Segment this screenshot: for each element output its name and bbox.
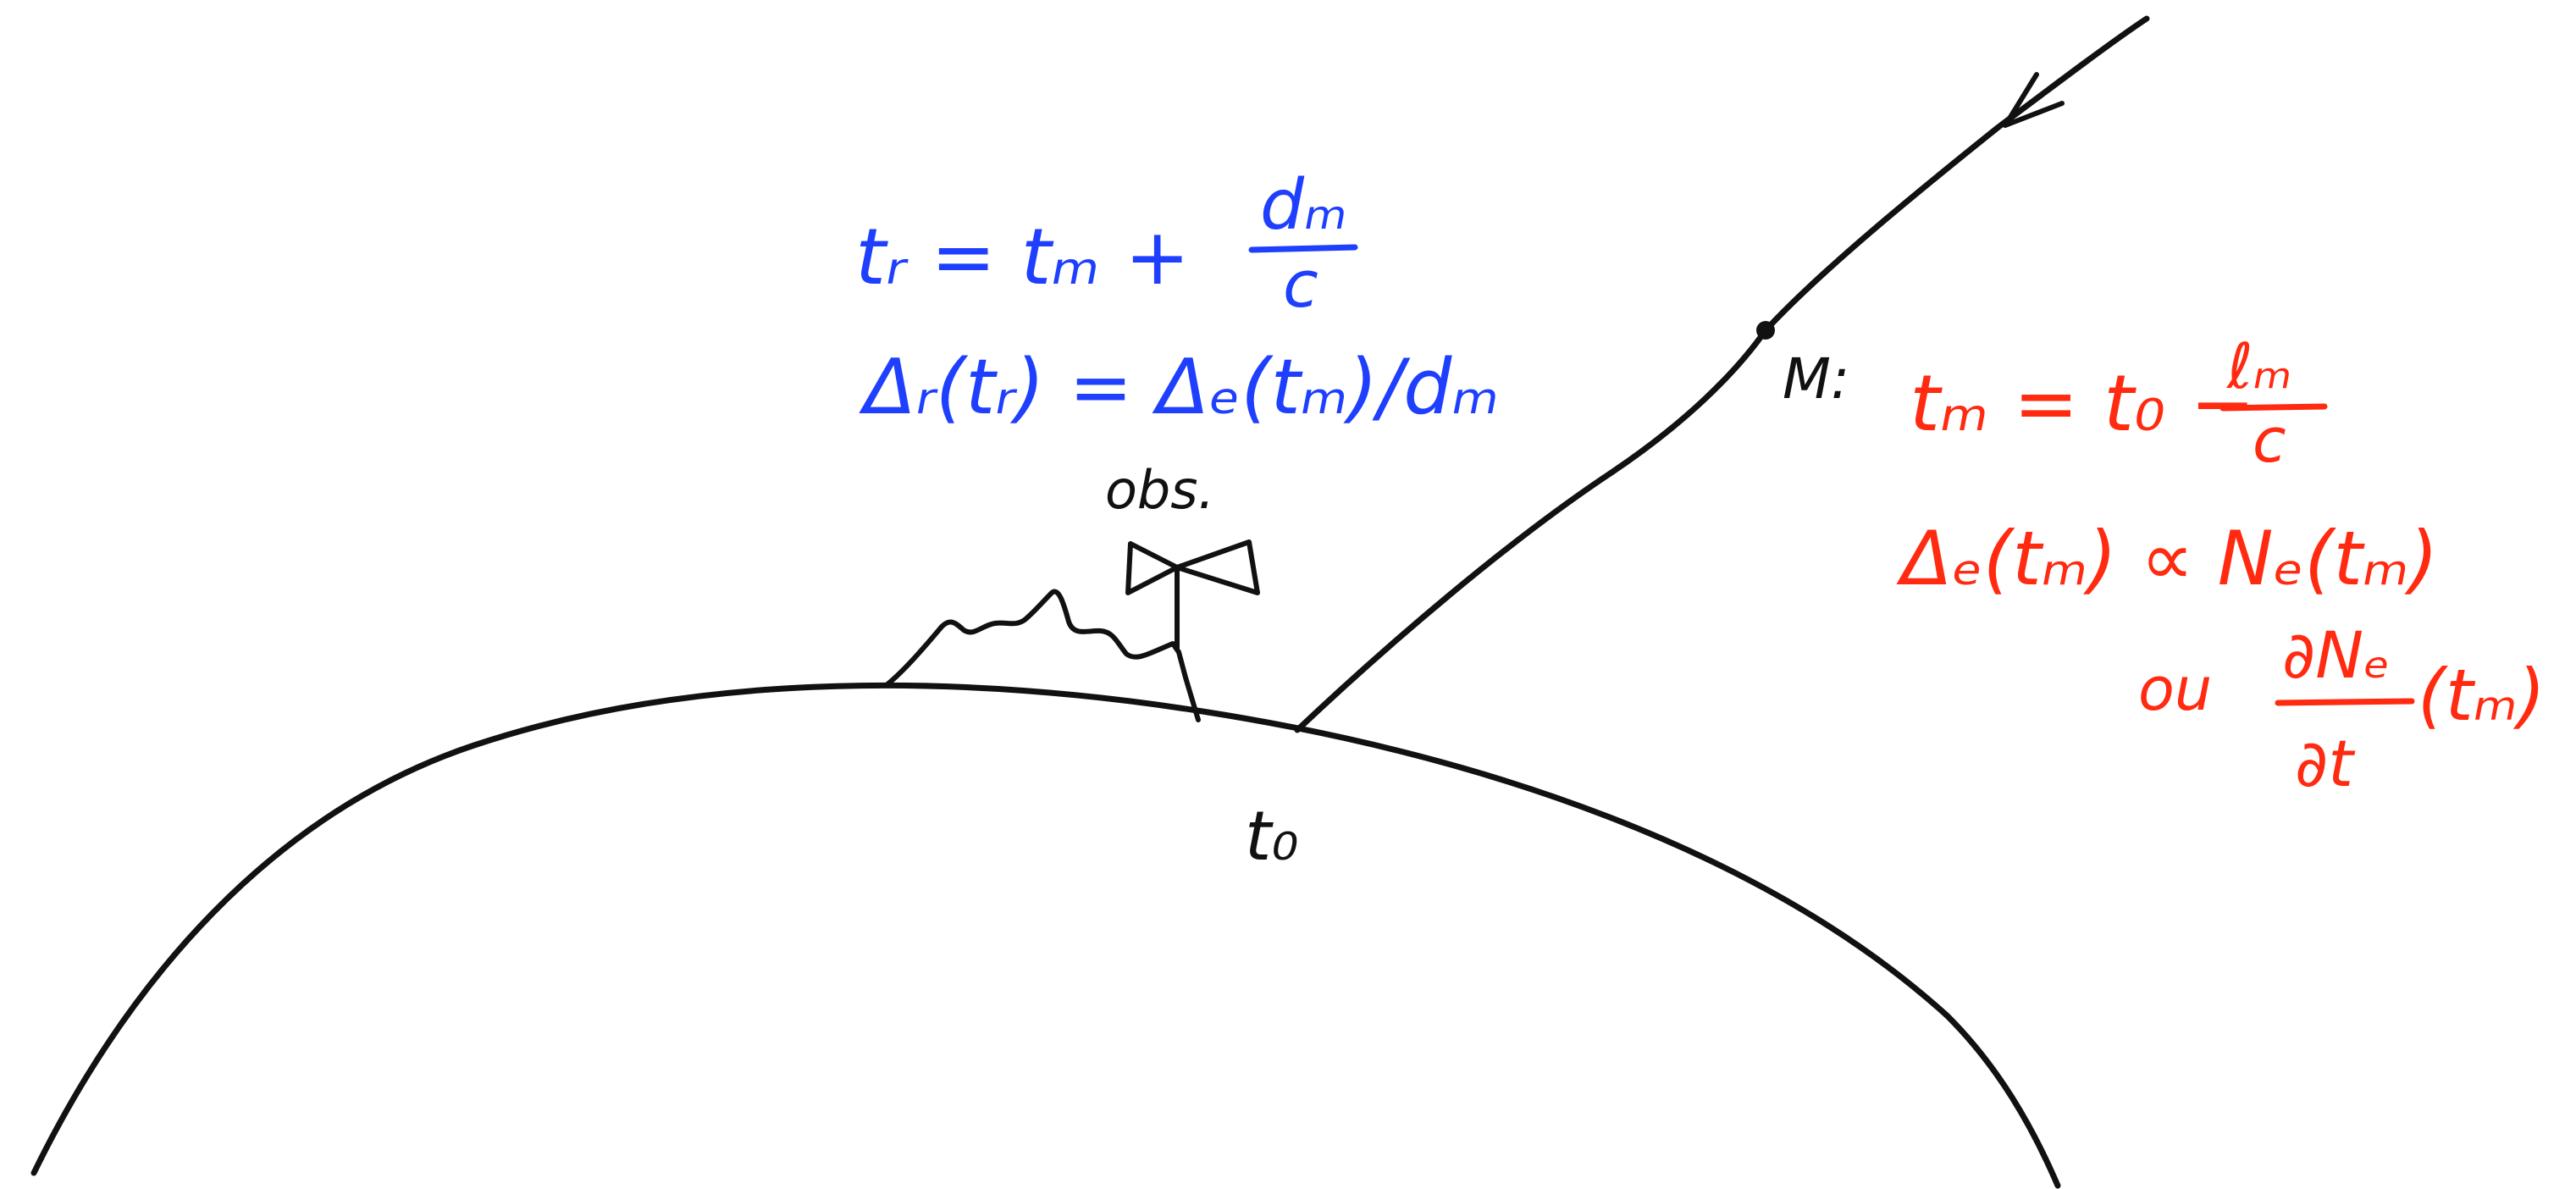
blue-eq1-numerator: dₘ bbox=[1260, 165, 1347, 246]
red-eq1-lhs: tₘ = t₀ − bbox=[1910, 358, 2255, 449]
red-eq3-fraction-bar bbox=[2275, 698, 2415, 706]
red-equations: tₘ = t₀ − ℓₘ c Δₑ(tₘ) ∝ Nₑ(tₘ) ou ∂Nₑ ∂t… bbox=[1896, 330, 2546, 801]
point-m-dot bbox=[1756, 321, 1775, 340]
blue-equations: tᵣ = tₘ + dₘ c Δᵣ(tᵣ) = Δₑ(tₘ)/dₘ bbox=[855, 165, 1500, 432]
red-eq3-prefix: ou bbox=[2138, 655, 2212, 724]
arrowhead-icon bbox=[2003, 72, 2065, 128]
red-eq3-suffix: (tₘ) bbox=[2418, 654, 2546, 737]
bowtie-icon bbox=[1125, 539, 1260, 595]
point-m-label: M: bbox=[1783, 346, 1849, 412]
earth-surface-curve bbox=[30, 682, 2061, 1189]
blue-eq1-denominator: c bbox=[1283, 246, 1318, 322]
red-eq1-numerator: ℓₘ bbox=[2225, 330, 2292, 403]
red-fraction-bar bbox=[2219, 403, 2328, 412]
blue-eq1-lhs: tᵣ = tₘ + bbox=[855, 212, 1190, 302]
red-eq3-denominator: ∂t bbox=[2295, 726, 2356, 801]
red-eq1-denominator: c bbox=[2253, 405, 2286, 476]
observer-antenna bbox=[1125, 539, 1260, 650]
blue-eq2: Δᵣ(tᵣ) = Δₑ(tₘ)/dₘ bbox=[859, 343, 1500, 432]
observer-label: obs. bbox=[1105, 459, 1214, 521]
blue-fraction-bar bbox=[1248, 244, 1358, 253]
red-eq3-numerator: ∂Nₑ bbox=[2282, 617, 2391, 693]
mountain-outline bbox=[885, 589, 1201, 722]
red-eq2: Δₑ(tₘ) ∝ Nₑ(tₘ) bbox=[1896, 515, 2438, 602]
ground-point-label: t₀ bbox=[1245, 797, 1298, 876]
